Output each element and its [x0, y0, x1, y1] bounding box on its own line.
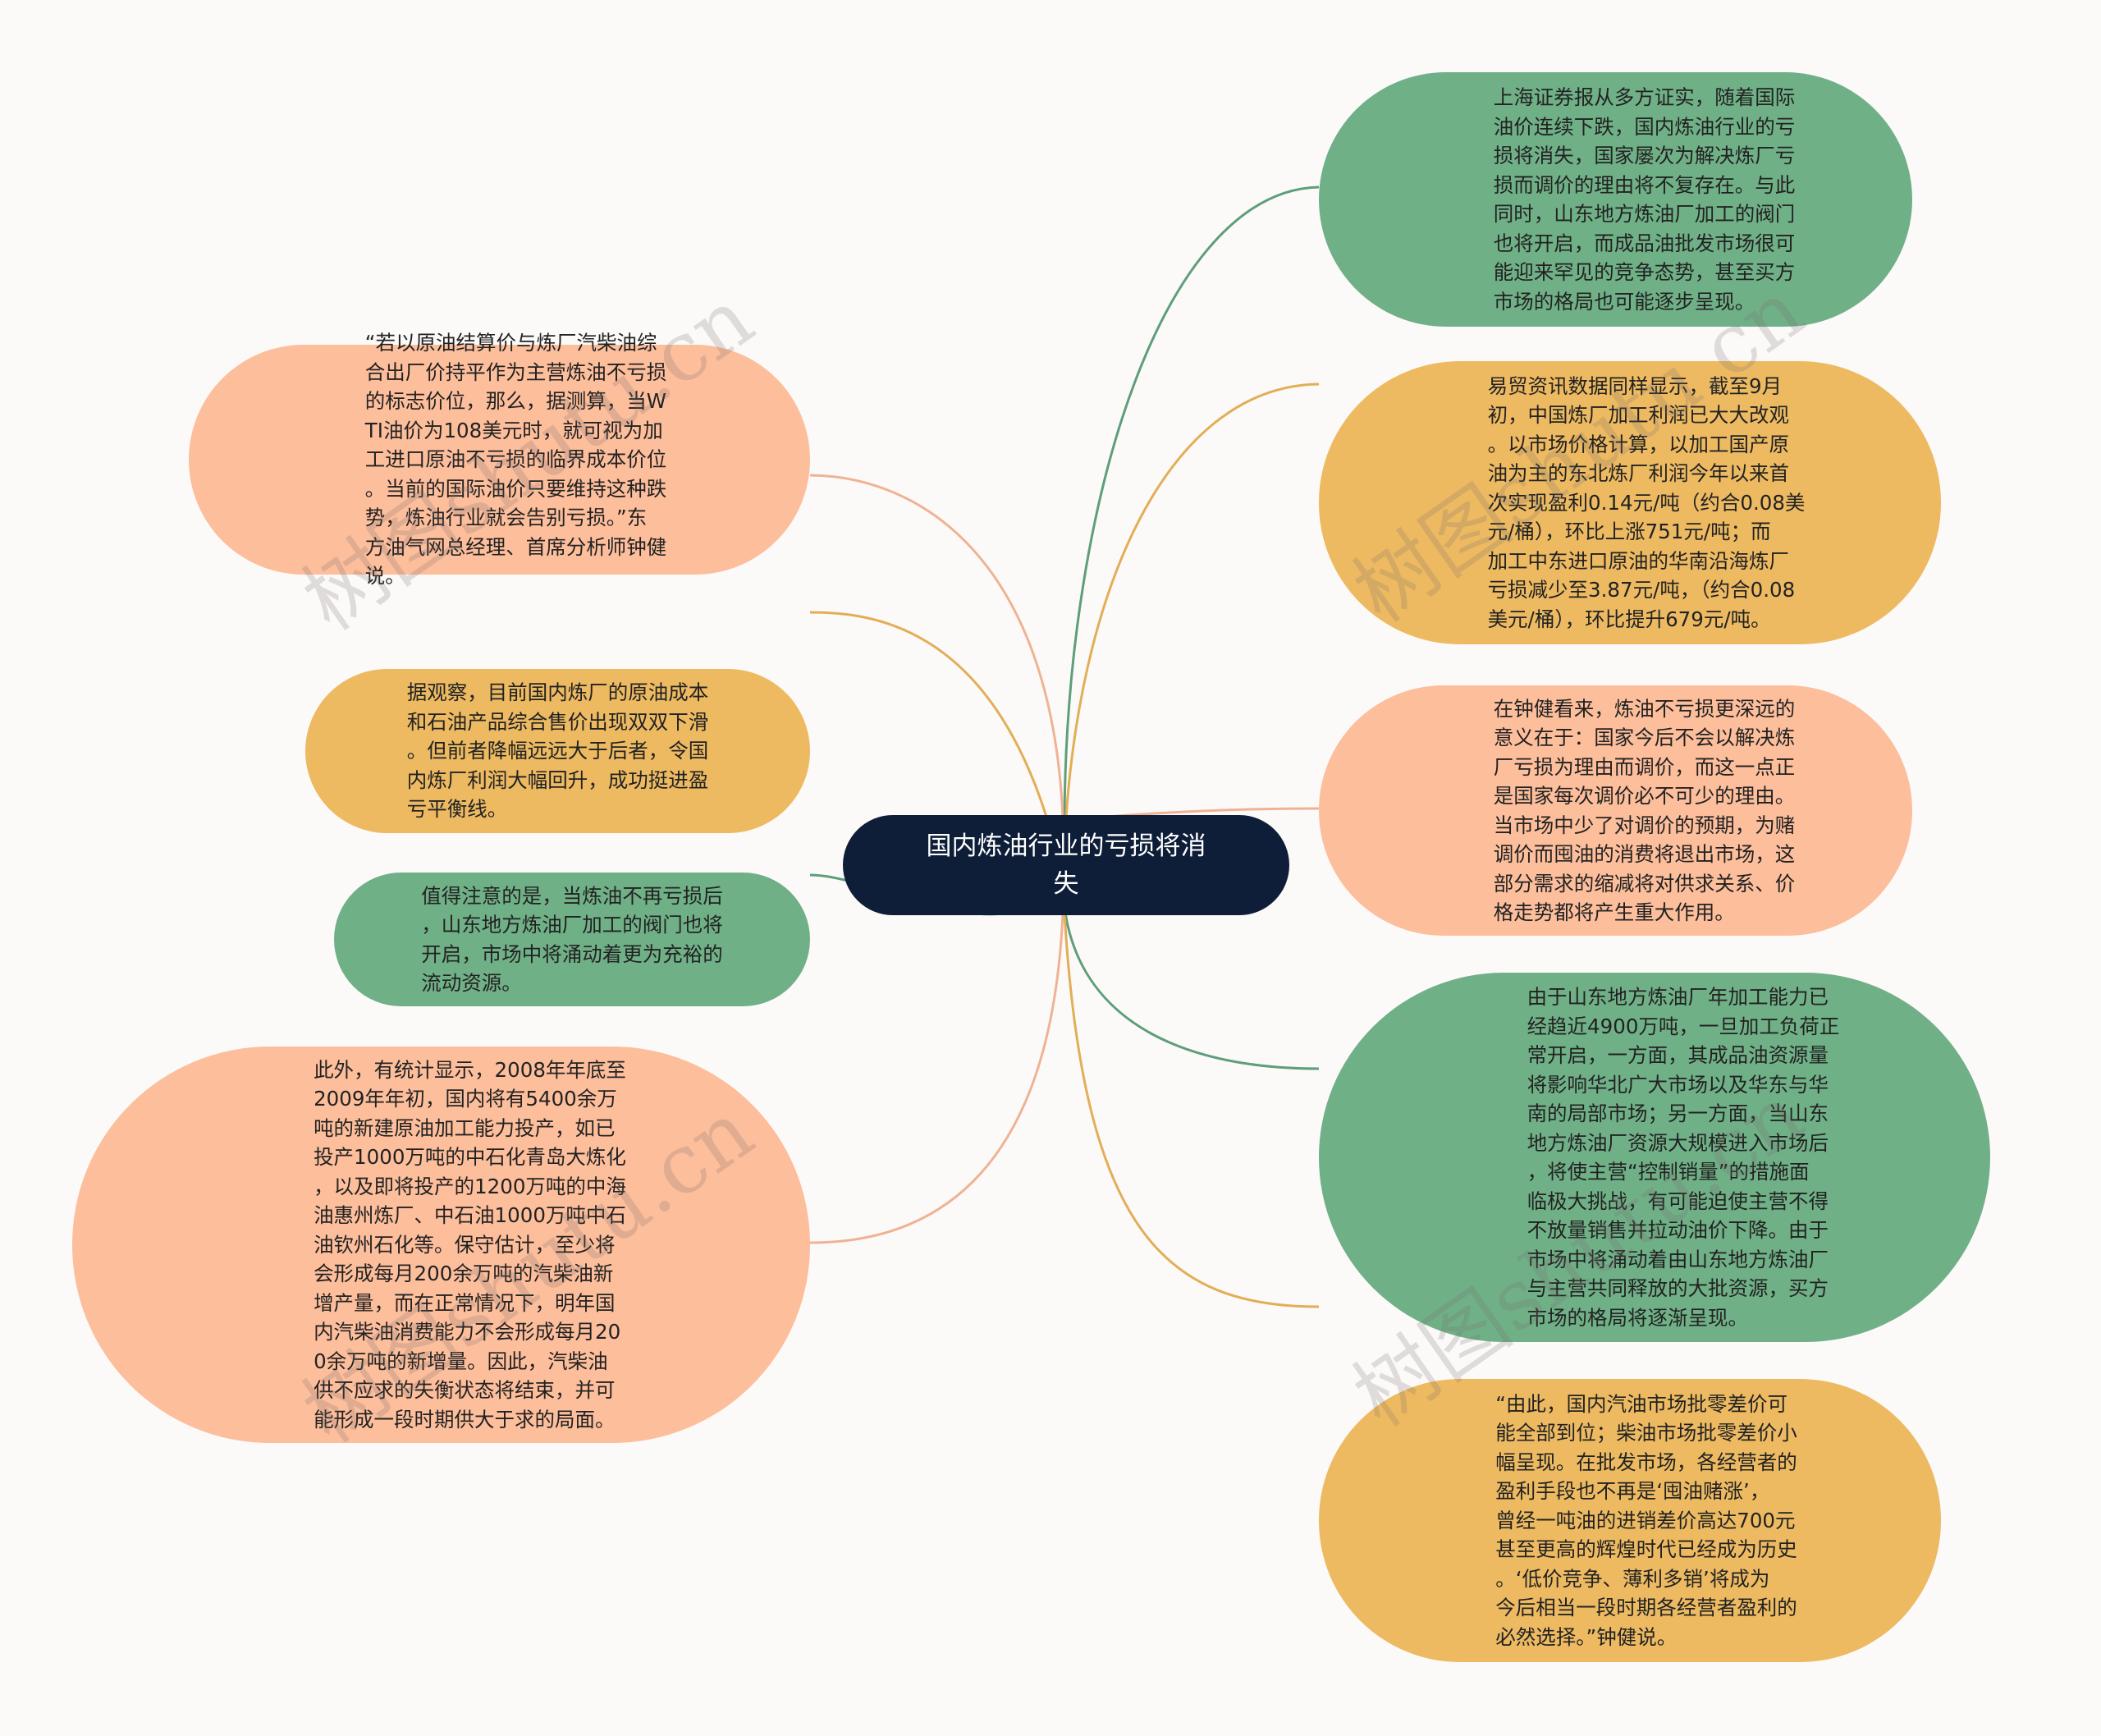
central-topic[interactable]: 国内炼油行业的亏损将消 失 [843, 815, 1289, 915]
topic-text: 由于山东地方炼油厂年加工能力已 经趋近4900万吨，一旦加工负荷正 常开启，一方… [1527, 985, 1840, 1330]
topic-text: 值得注意的是，当炼油不再亏损后 ，山东地方炼油厂加工的阀门也将 开启，市场中将涌… [421, 883, 723, 996]
topic-node-right-5[interactable]: “由此，国内汽油市场批零差价可 能全部到位；柴油市场批零差价小 幅呈现。在批发市… [1319, 1379, 1941, 1662]
topic-text: 在钟健看来，炼油不亏损更深远的 意义在于：国家今后不会以解决炼 厂亏损为理由而调… [1493, 696, 1796, 925]
topic-node-right-4[interactable]: 由于山东地方炼油厂年加工能力已 经趋近4900万吨，一旦加工负荷正 常开启，一方… [1319, 973, 1990, 1342]
topic-node-left-2[interactable]: 据观察，目前国内炼厂的原油成本 和石油产品综合售价出现双双下滑 。但前者降幅远远… [305, 669, 810, 833]
topic-text: “若以原油结算价与炼厂汽柴油综 合出厂价持平作为主营炼油不亏损 的标志价位，那么… [364, 331, 667, 589]
topic-node-left-4[interactable]: 此外，有统计显示，2008年年底至 2009年年初，国内将有5400余万 吨的新… [72, 1047, 810, 1443]
topic-text: “由此，国内汽油市场批零差价可 能全部到位；柴油市场批零差价小 幅呈现。在批发市… [1495, 1391, 1797, 1649]
topic-text: 易贸资讯数据同样显示，截至9月 初，中国炼厂加工利润已大大改观 。以市场价格计算… [1487, 373, 1806, 631]
link-right-4 [1064, 912, 1320, 1070]
topic-text: 上海证券报从多方证实，随着国际 油价连续下跌，国内炼油行业的亏 损将消失，国家屡… [1493, 85, 1796, 314]
link-left-1 [809, 474, 1064, 818]
link-right-2 [1064, 382, 1320, 818]
topic-node-left-1[interactable]: “若以原油结算价与炼厂汽柴油综 合出厂价持平作为主营炼油不亏损 的标志价位，那么… [189, 331, 810, 588]
link-right-5 [1063, 912, 1320, 1308]
link-right-1 [1063, 186, 1320, 818]
topic-node-left-3[interactable]: 值得注意的是，当炼油不再亏损后 ，山东地方炼油厂加工的阀门也将 开启，市场中将涌… [334, 873, 810, 1006]
topic-node-right-2[interactable]: 易贸资讯数据同样显示，截至9月 初，中国炼厂加工利润已大大改观 。以市场价格计算… [1319, 361, 1941, 644]
topic-text: 此外，有统计显示，2008年年底至 2009年年初，国内将有5400余万 吨的新… [314, 1057, 626, 1431]
link-left-2 [809, 611, 1048, 818]
topic-node-right-3[interactable]: 在钟健看来，炼油不亏损更深远的 意义在于：国家今后不会以解决炼 厂亏损为理由而调… [1319, 685, 1912, 936]
topic-text: 据观察，目前国内炼厂的原油成本 和石油产品综合售价出现双双下滑 。但前者降幅远远… [406, 680, 709, 822]
topic-node-right-1[interactable]: 上海证券报从多方证实，随着国际 油价连续下跌，国内炼油行业的亏 损将消失，国家屡… [1319, 72, 1912, 327]
link-left-4 [809, 912, 1064, 1244]
central-topic-label: 国内炼油行业的亏损将消 失 [926, 831, 1206, 899]
